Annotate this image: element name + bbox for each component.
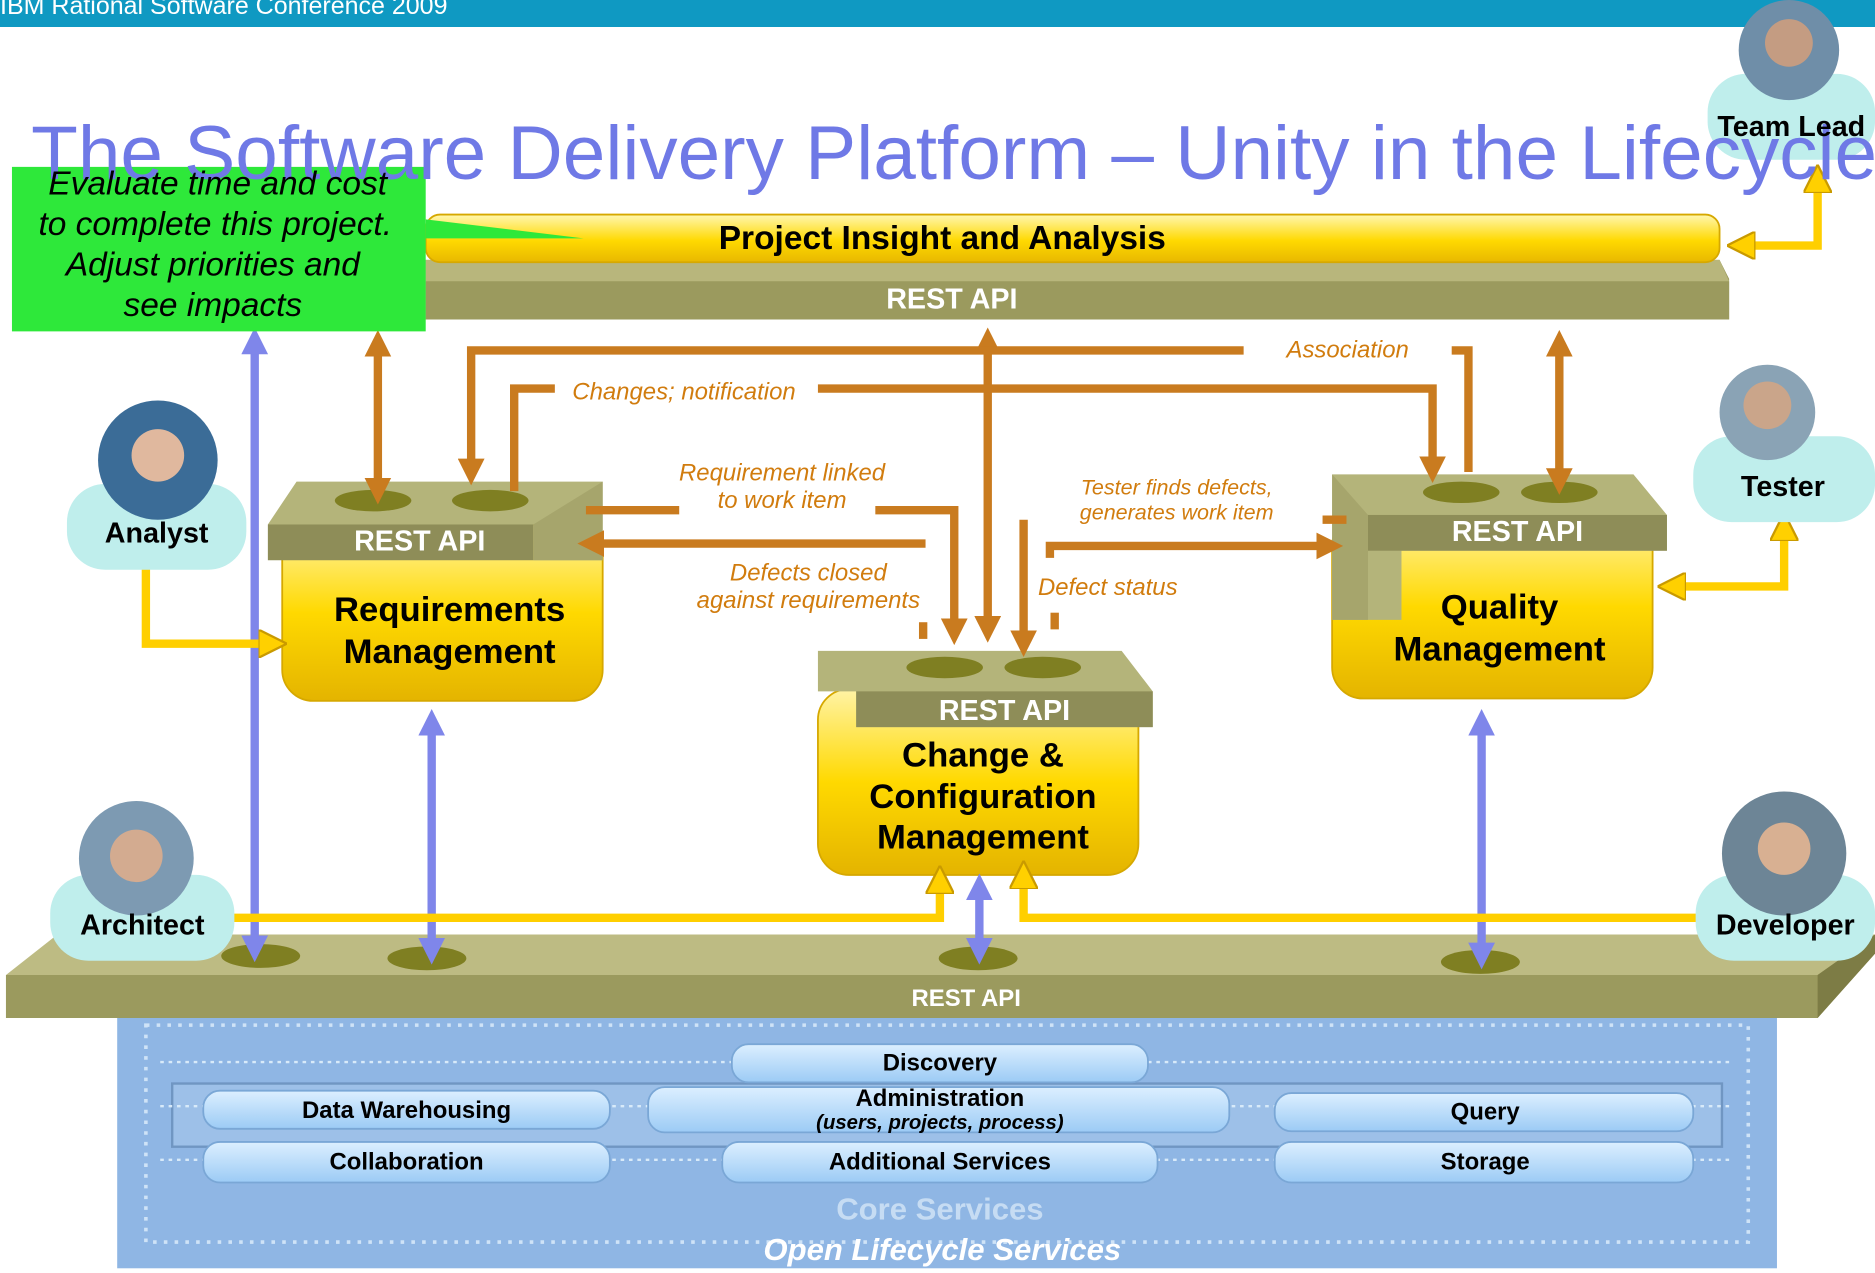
service-discovery: Discovery: [882, 1050, 998, 1077]
requirements-title-line: Management: [343, 632, 556, 672]
defects-closed-label: against requirements: [696, 587, 921, 614]
open-lifecycle-services-label: Open Lifecycle Services: [763, 1231, 1122, 1268]
ccm-title-line: Management: [876, 818, 1089, 858]
quality-title-line: Quality: [1440, 588, 1559, 627]
services-panel: [117, 1013, 1777, 1269]
ccm-title-line: Configuration: [869, 778, 1097, 817]
quality-module-shape: [1331, 474, 1667, 700]
ccm-title-line: Change &: [902, 736, 1064, 775]
ccm-rest-api-label: REST API: [938, 694, 1071, 728]
requirements-module-shape: [267, 481, 604, 702]
top-rest-api-label: REST API: [886, 283, 1018, 316]
yellow-arrows: [141, 179, 1818, 923]
changes-notification-label: Changes; notification: [572, 379, 796, 406]
service-additional: Additional Services: [828, 1149, 1051, 1176]
service-administration-sub: (users, projects, process): [816, 1110, 1064, 1134]
callout-line: Adjust priorities and: [65, 245, 360, 283]
role-analyst: Analyst: [104, 517, 209, 550]
requirements-title-line: Requirements: [333, 591, 566, 630]
requirement-linked-label: Requirement linked: [679, 460, 886, 487]
association-label: Association: [1286, 337, 1409, 364]
requirement-linked-label: to work item: [717, 487, 847, 514]
service-query: Query: [1450, 1099, 1520, 1126]
header-bar: IBM Rational Software Conference 2009: [0, 0, 1875, 27]
callout-line: Evaluate time and cost: [48, 164, 388, 202]
tester-finds-label: generates work item: [1079, 500, 1274, 525]
defect-status-label: Defect status: [1037, 574, 1178, 601]
callout-line: to complete this project.: [38, 205, 393, 242]
top-platform: [424, 213, 1730, 320]
callout-line: see impacts: [123, 286, 303, 324]
role-architect: Architect: [80, 909, 205, 942]
service-administration: Administration: [855, 1085, 1025, 1113]
callout-box: Evaluate time and cost to complete this …: [12, 164, 426, 331]
quality-rest-api-label: REST API: [1451, 516, 1584, 549]
service-collaboration: Collaboration: [329, 1149, 484, 1176]
project-insight-label: Project Insight and Analysis: [718, 219, 1166, 257]
header-title: IBM Rational Software Conference 2009: [0, 0, 448, 20]
role-team-lead: Team Lead: [1717, 110, 1866, 144]
service-data-warehousing: Data Warehousing: [302, 1097, 512, 1125]
core-services-label: Core Services: [836, 1190, 1044, 1227]
requirements-rest-api-label: REST API: [354, 525, 486, 558]
orange-arrows: [364, 327, 1573, 658]
quality-title-line: Management: [1393, 630, 1606, 669]
tester-finds-label: Tester finds defects,: [1080, 475, 1273, 500]
page-title: The Software Delivery Platform – Unity i…: [31, 109, 1875, 196]
defects-closed-label: Defects closed: [729, 560, 887, 587]
service-storage: Storage: [1440, 1149, 1530, 1176]
roles: [50, 0, 1875, 961]
role-tester: Tester: [1740, 470, 1825, 504]
bottom-rest-api-platform: [5, 934, 1875, 1018]
bottom-rest-api-label: REST API: [911, 985, 1021, 1013]
role-developer: Developer: [1715, 909, 1855, 942]
ccm-module-shape: [817, 650, 1153, 876]
callout-shape: [11, 166, 584, 332]
